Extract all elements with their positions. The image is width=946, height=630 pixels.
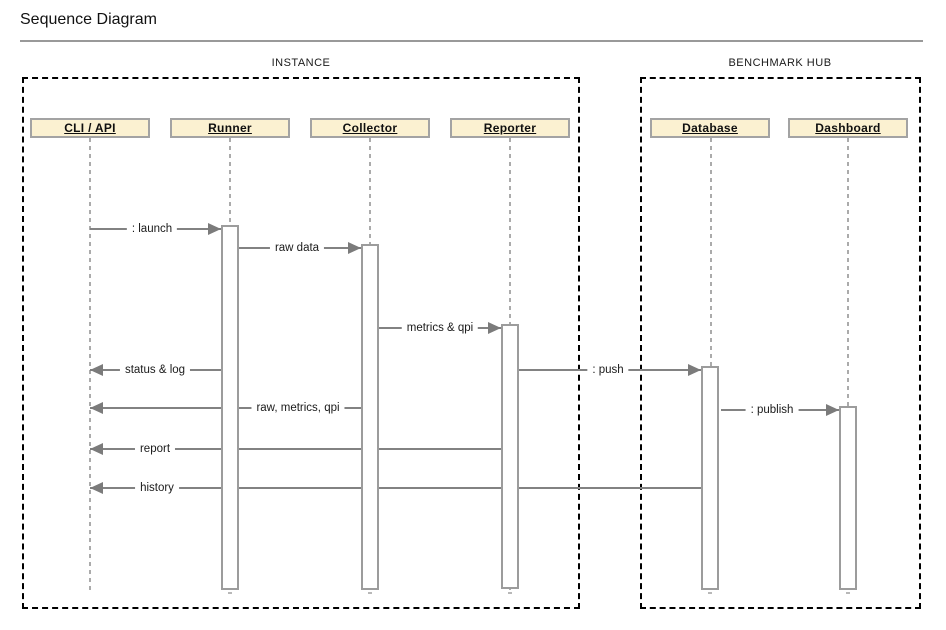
activation-dashboard [839,406,857,590]
actor-box-database: Database [650,118,770,138]
lifeline-stub [508,592,512,594]
frame-label-benchmark-hub: BENCHMARK HUB [728,57,832,69]
actor-box-dashboard: Dashboard [788,118,908,138]
message-label-metrics-qpi: metrics & qpi [401,321,479,335]
lifeline-stub [846,592,850,594]
message-label-history: history [135,481,179,495]
actor-box-cli-api: CLI / API [30,118,150,138]
lifeline-stub [228,592,232,594]
activation-reporter [501,324,519,589]
actor-box-collector: Collector [310,118,430,138]
arrow-left-icon [90,364,103,376]
message-line-report [90,448,501,450]
title-divider [20,40,923,42]
lifeline-stub [368,592,372,594]
arrow-right-icon [488,322,501,334]
arrow-left-icon [90,402,103,414]
message-label-status-log: status & log [119,363,191,377]
frame-instance [22,77,580,609]
message-label-raw-data: raw data [269,241,325,255]
arrow-left-icon [90,443,103,455]
arrow-left-icon [90,482,103,494]
message-label-raw-metrics-qpi: raw, metrics, qpi [251,401,345,415]
activation-collector [361,244,379,590]
message-line-history [90,487,701,489]
message-label-report: report [134,442,176,456]
activation-runner [221,225,239,590]
frame-benchmark-hub [640,77,921,609]
arrow-right-icon [688,364,701,376]
lifeline-stub [708,592,712,594]
lifeline-dashboard [847,138,849,590]
message-label-publish: : publish [745,403,799,417]
arrow-right-icon [348,242,361,254]
arrow-right-icon [826,404,839,416]
arrow-right-icon [208,223,221,235]
activation-database [701,366,719,590]
message-label-push: : push [587,363,629,377]
lifeline-database [710,138,712,590]
actor-box-runner: Runner [170,118,290,138]
page-title: Sequence Diagram [20,11,157,28]
message-label-launch: : launch [126,222,178,236]
actor-box-reporter: Reporter [450,118,570,138]
frame-label-instance: INSTANCE [271,57,331,69]
